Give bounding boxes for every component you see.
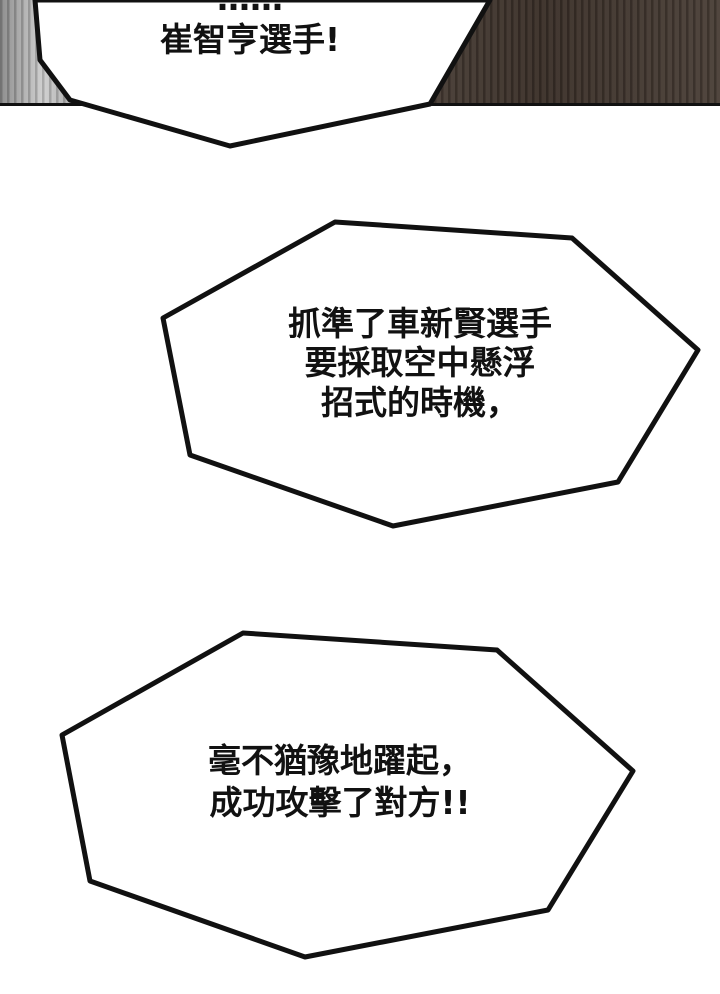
- speech-bubble-2-text: 抓準了車新賢選手 要採取空中懸浮 招式的時機，: [230, 304, 610, 422]
- bubble-1-line-1: ……: [100, 0, 400, 19]
- bubble-3-line-2: 成功攻擊了對方!!: [209, 783, 471, 823]
- speech-bubble-3: [59, 630, 636, 960]
- bubble-2-line-2: 要採取空中懸浮: [304, 343, 536, 383]
- speech-bubble-3-text: 毫不猶豫地躍起， 成功攻擊了對方!!: [150, 740, 530, 824]
- bubble-2-line-3: 招式的時機，: [321, 382, 519, 422]
- bubble-2-line-1: 抓準了車新賢選手: [288, 304, 552, 343]
- speech-bubble-1-text: …… 崔智亨選手!: [100, 0, 400, 61]
- speech-bubble-2: [160, 219, 701, 529]
- bubble-1-line-2: 崔智亨選手!: [159, 20, 341, 60]
- speech-bubble-1: [32, 0, 493, 149]
- bubble-3-line-1: 毫不猶豫地躍起，: [208, 741, 472, 780]
